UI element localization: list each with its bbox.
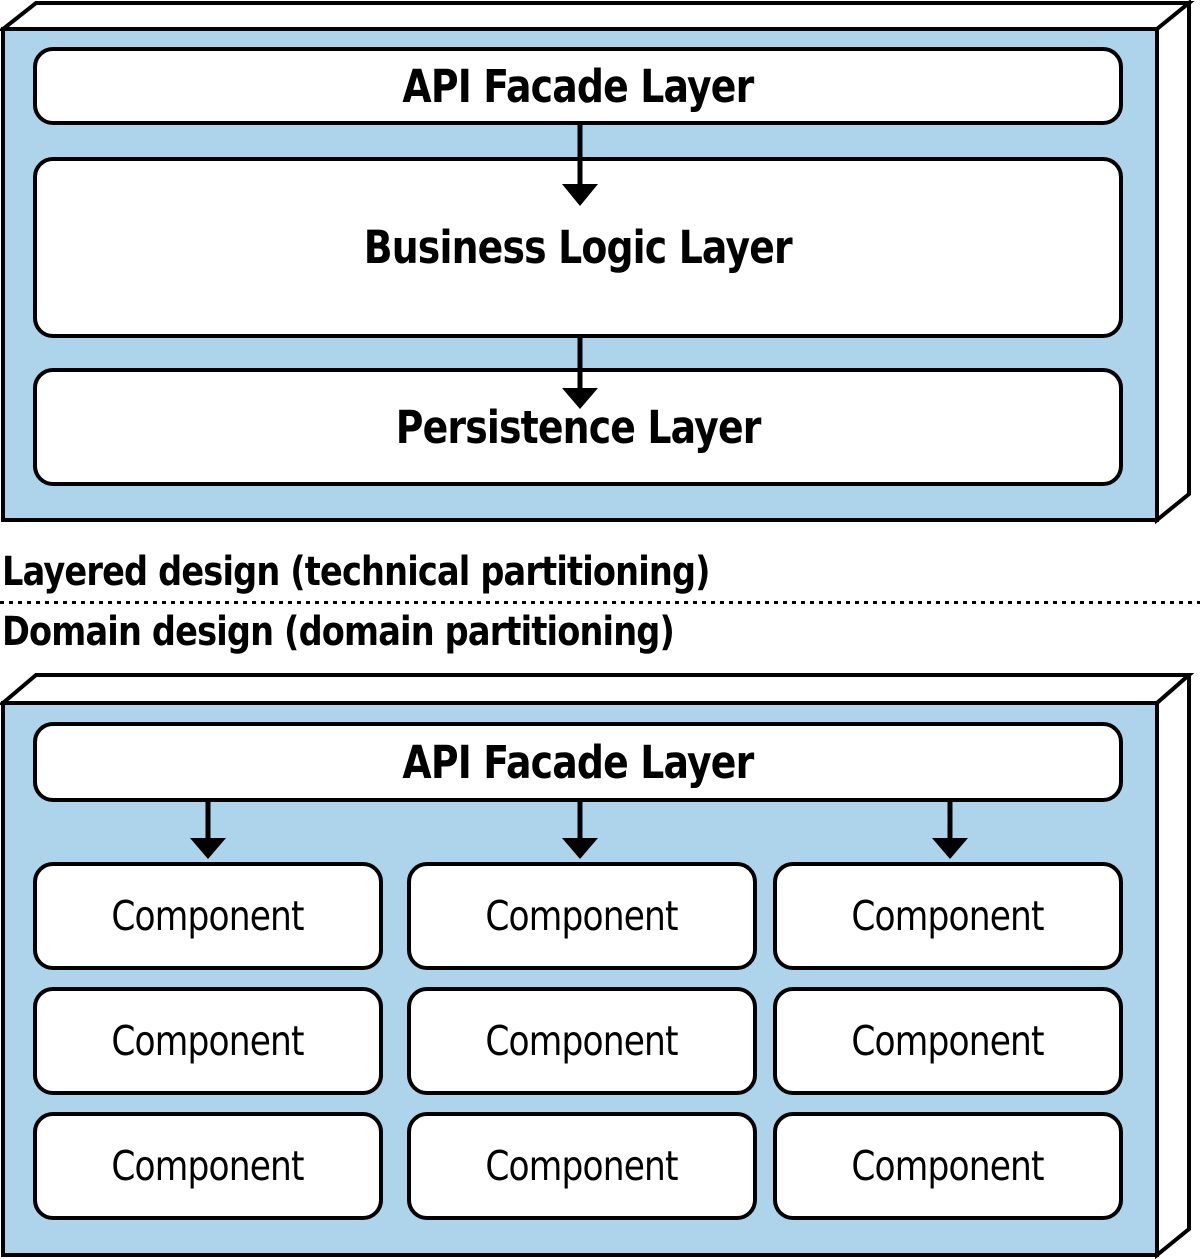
persistence-layer-label: Persistence Layer <box>395 400 762 454</box>
component-box: Component <box>773 1112 1123 1220</box>
api-facade-layer-box: API Facade Layer <box>33 47 1123 125</box>
component-box: Component <box>773 862 1123 970</box>
component-box: Component <box>407 1112 757 1220</box>
component-box: Component <box>33 987 383 1095</box>
component-label: Component <box>485 1142 679 1190</box>
component-box: Component <box>407 987 757 1095</box>
component-label: Component <box>111 1017 305 1065</box>
business-logic-layer-label: Business Logic Layer <box>363 221 793 274</box>
api-facade-layer-label: API Facade Layer <box>402 59 755 113</box>
persistence-layer-box: Persistence Layer <box>33 368 1123 486</box>
domain-section-label: Domain design (domain partitioning) <box>2 612 802 652</box>
dotted-divider <box>0 601 1200 604</box>
layered-section-label: Layered design (technical partitioning) <box>2 552 845 592</box>
component-box: Component <box>33 862 383 970</box>
box-top-face <box>0 673 1195 705</box>
layered-design-diagram: API Facade Layer Business Logic Layer Pe… <box>0 0 1200 525</box>
component-label: Component <box>851 1017 1045 1065</box>
component-label: Component <box>485 1017 679 1065</box>
component-label: Component <box>485 892 679 940</box>
domain-api-facade-layer-label: API Facade Layer <box>402 735 755 789</box>
box-side-face <box>1155 673 1191 1259</box>
box-top-face <box>0 1 1195 31</box>
component-box: Component <box>773 987 1123 1095</box>
domain-api-facade-layer-box: API Facade Layer <box>33 722 1123 802</box>
domain-design-diagram: API Facade Layer Component Component Co <box>0 673 1200 1259</box>
component-label: Component <box>111 1142 305 1190</box>
domain-section-label-text: Domain design (domain partitioning) <box>2 609 675 655</box>
component-box: Component <box>407 862 757 970</box>
component-label: Component <box>851 892 1045 940</box>
box-side-face <box>1155 0 1191 525</box>
business-logic-layer-box: Business Logic Layer <box>33 157 1123 338</box>
component-label: Component <box>111 892 305 940</box>
component-box: Component <box>33 1112 383 1220</box>
layered-section-label-text: Layered design (technical partitioning) <box>2 549 711 595</box>
component-label: Component <box>851 1142 1045 1190</box>
